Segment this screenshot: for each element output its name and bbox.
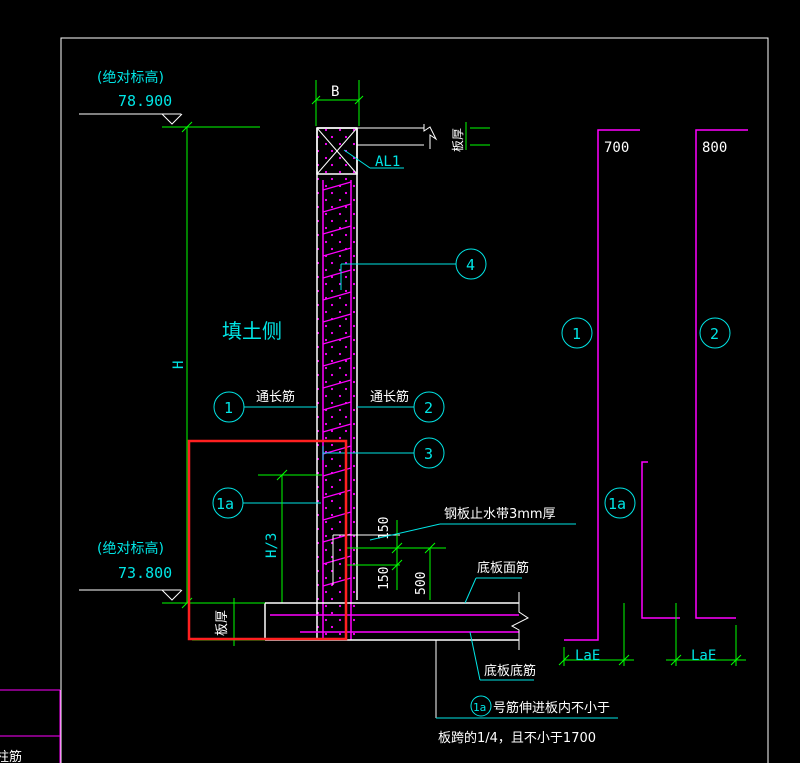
sidebar-fragment: 柱筋 xyxy=(0,689,61,763)
highlight-box xyxy=(187,439,348,641)
height-label: H xyxy=(171,361,187,369)
bottom-elevation-value: 73.800 xyxy=(118,564,172,582)
rebar-number-2: 2 xyxy=(424,399,433,417)
dim-500: 500 xyxy=(414,572,429,595)
top-bar-label: 底板面筋 xyxy=(477,560,529,576)
rebar-callout-4: 4 xyxy=(340,248,487,290)
rebar-number-1: 1 xyxy=(224,399,233,417)
bar-detail-1a: 1a xyxy=(604,461,680,619)
note-line-2: 板跨的1/4，且不小于1700 xyxy=(438,730,596,746)
rebar-desc-1: 通长筋 xyxy=(256,389,295,405)
bar-detail-1: 700 1 LaE xyxy=(558,129,640,666)
slab-thickness-label-base: 板厚 xyxy=(215,610,230,636)
rebar-callout-3: 3 xyxy=(322,437,445,469)
dim-150-upper: 150 xyxy=(377,517,392,540)
rebar-number-4: 4 xyxy=(466,256,475,274)
top-elevation-marker: (绝对标高) 78.900 xyxy=(79,69,260,128)
top-elevation-value: 78.900 xyxy=(118,92,172,110)
retaining-wall: 板厚 AL1 xyxy=(316,122,490,640)
bar-detail-2-anchor: LaE xyxy=(691,648,716,664)
height-dimension: H xyxy=(171,121,193,609)
anchorage-note: 1a 号筋伸进板内不小于 板跨的1/4，且不小于1700 xyxy=(435,640,618,746)
bar-detail-1-number: 1 xyxy=(572,325,581,343)
lower-height-label: H/3 xyxy=(264,533,280,558)
bar-detail-2-number: 2 xyxy=(710,325,719,343)
bottom-elevation-label: (绝对标高) xyxy=(97,540,164,557)
slab-thickness-label-top: 板厚 xyxy=(451,128,465,152)
rebar-callout-1a: 1a H/3 xyxy=(212,469,322,603)
top-elevation-label: (绝对标高) xyxy=(97,69,164,86)
bar-detail-2: 800 2 LaE xyxy=(666,129,748,666)
beam-label: AL1 xyxy=(375,154,400,170)
bar-detail-1-anchor: LaE xyxy=(575,648,600,664)
wall-width-label: B xyxy=(331,84,339,100)
wall-width-dimension: B xyxy=(311,80,364,126)
drawing-frame xyxy=(60,37,769,763)
bar-detail-1a-number: 1a xyxy=(608,495,626,513)
rebar-number-3: 3 xyxy=(424,445,433,463)
base-slab: 板厚 底板面筋 底板底筋 xyxy=(192,560,536,681)
waterstop-label: 钢板止水带3mm厚 xyxy=(444,507,556,522)
dim-150-lower: 150 xyxy=(377,567,392,590)
stirrups xyxy=(322,181,352,587)
bar-detail-1-length: 700 xyxy=(604,140,629,156)
bottom-bar-label: 底板底筋 xyxy=(484,663,536,679)
note-line-1: 号筋伸进板内不小于 xyxy=(493,700,610,716)
rebar-number-1a: 1a xyxy=(216,495,234,513)
bar-detail-2-length: 800 xyxy=(702,140,727,156)
waterstop-detail: 150 150 500 钢板止水带3mm厚 xyxy=(332,507,576,600)
rebar-callout-1: 1 通长筋 xyxy=(213,389,317,423)
rebar-desc-2: 通长筋 xyxy=(370,389,409,405)
fill-side-label: 填土侧 xyxy=(222,319,282,343)
sidebar-label: 柱筋 xyxy=(0,749,22,763)
note-rebar-number: 1a xyxy=(473,701,486,714)
rebar-callout-2: 2 通长筋 xyxy=(357,389,445,423)
